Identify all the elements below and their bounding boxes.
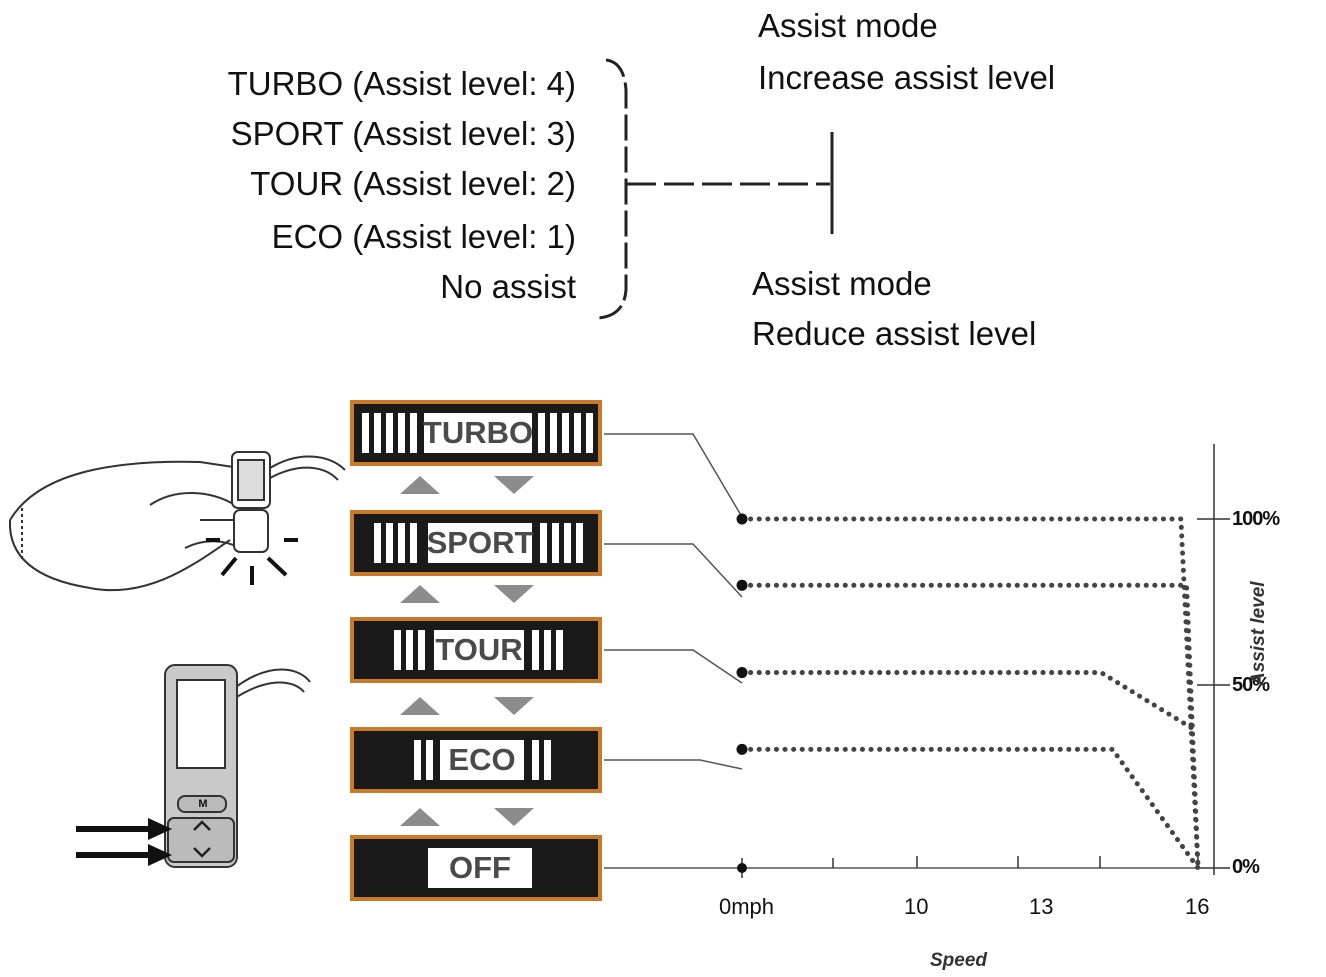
hand-illustration xyxy=(8,451,346,592)
level-sport-text: SPORT (Assist level: 3) xyxy=(230,115,576,152)
y-axis-title: Assist level xyxy=(1248,581,1269,686)
panel-tour: TOUR xyxy=(350,617,602,683)
pointer-arrows xyxy=(76,818,172,866)
x-tick-1: 10 xyxy=(904,894,929,919)
increase-mode-text: Assist mode xyxy=(758,7,938,44)
mode-button xyxy=(177,795,227,813)
level-bracket xyxy=(597,58,628,320)
level-eco-text: ECO (Assist level: 1) xyxy=(271,218,576,255)
reduce-mode-text: Assist mode xyxy=(752,265,932,302)
panel-stripes xyxy=(394,630,425,670)
chevron-up-icon xyxy=(193,820,211,831)
curve-start-sport xyxy=(736,579,748,591)
panel-sport-label: SPORT xyxy=(427,523,533,563)
x-tick-2: 13 xyxy=(1029,894,1054,919)
panel-eco-label: ECO xyxy=(440,740,524,780)
panel-off: OFF xyxy=(350,835,602,901)
level-turbo-text: TURBO (Assist level: 4) xyxy=(227,65,576,102)
curve-sport xyxy=(739,582,1201,871)
panel-turbo-label: TURBO xyxy=(423,413,533,453)
panel-tour-label: TOUR xyxy=(434,630,524,670)
y-tick-50: 50% xyxy=(1232,674,1270,696)
x-axis-title: Speed xyxy=(930,950,988,971)
curve-start-tour xyxy=(736,667,748,679)
switch-unit xyxy=(164,664,311,868)
assist-axis xyxy=(1197,444,1230,875)
panel-stripes xyxy=(532,740,551,780)
panel-stripes xyxy=(532,630,563,670)
mode-button-label: M xyxy=(198,798,208,810)
increase-level-text: Increase assist level xyxy=(758,59,1056,96)
assist-curves xyxy=(736,513,1201,871)
curve-tour xyxy=(739,670,1195,731)
curve-eco xyxy=(739,746,1201,871)
panel-stripes xyxy=(374,523,417,563)
origin-dot xyxy=(737,863,747,873)
panel-connectors xyxy=(604,433,1198,869)
y-tick-100: 100% xyxy=(1232,508,1280,530)
x-tick-3: 16 xyxy=(1185,894,1210,919)
reduce-level-text: Reduce assist level xyxy=(752,315,1037,352)
curve-start-turbo xyxy=(736,513,748,525)
chevron-down-icon xyxy=(193,847,211,858)
panel-stripes xyxy=(538,413,593,453)
level-arrows xyxy=(400,476,534,826)
level-tour-text: TOUR (Assist level: 2) xyxy=(250,165,576,202)
speed-axis-ticks xyxy=(741,856,1199,878)
panel-off-label: OFF xyxy=(428,848,532,888)
panel-stripes xyxy=(540,523,583,563)
panel-stripes xyxy=(414,740,433,780)
press-indicator xyxy=(206,538,298,585)
x-tick-0: 0mph xyxy=(719,894,775,919)
panel-sport: SPORT xyxy=(350,510,602,576)
y-tick-0: 0% xyxy=(1232,856,1260,878)
panel-turbo: TURBO xyxy=(350,400,602,466)
curve-start-eco xyxy=(736,743,748,755)
curve-turbo xyxy=(739,516,1201,871)
panel-stripes xyxy=(362,413,417,453)
level-none-text: No assist xyxy=(440,268,576,305)
panel-eco: ECO xyxy=(350,727,602,793)
